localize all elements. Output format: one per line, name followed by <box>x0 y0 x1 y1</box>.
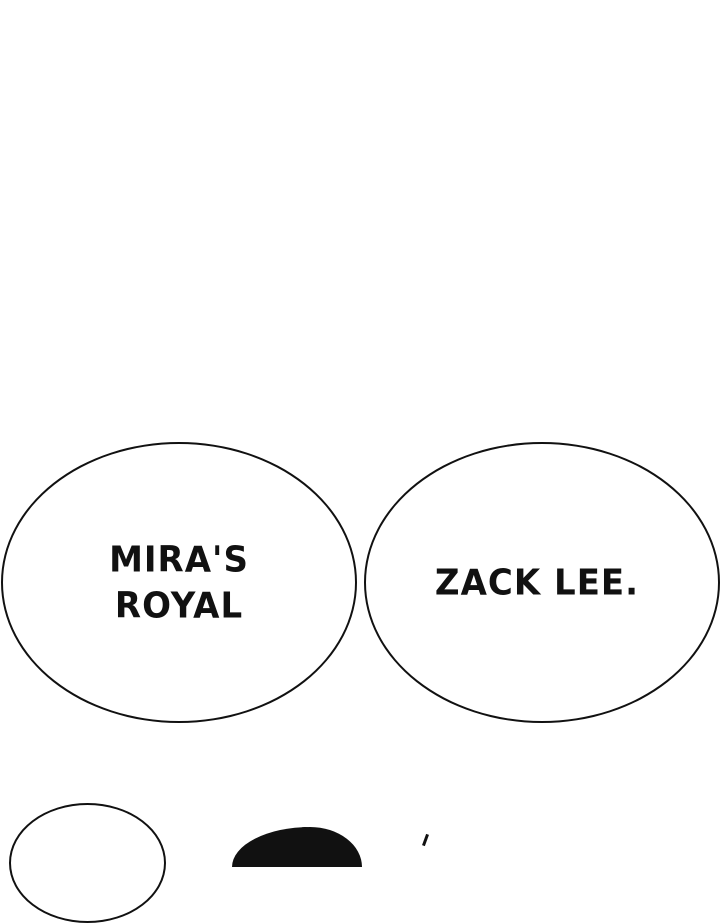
speech-line: ROYAL <box>114 584 244 627</box>
speech-bubble-right: ZACK LEE. <box>364 442 720 723</box>
speech-text-left: MIRA'S ROYAL <box>109 536 249 628</box>
character-hair-illustration <box>232 827 362 867</box>
speech-bubble-left: MIRA'S ROYAL <box>1 442 357 723</box>
speech-line: ZACK LEE. <box>434 561 640 604</box>
speech-line: MIRA'S <box>109 538 249 581</box>
ink-stroke-illustration <box>422 833 429 847</box>
hair-tuft-illustration <box>298 827 312 835</box>
speech-bubble-bottom <box>9 803 166 923</box>
speech-text-right: ZACK LEE. <box>435 559 639 605</box>
